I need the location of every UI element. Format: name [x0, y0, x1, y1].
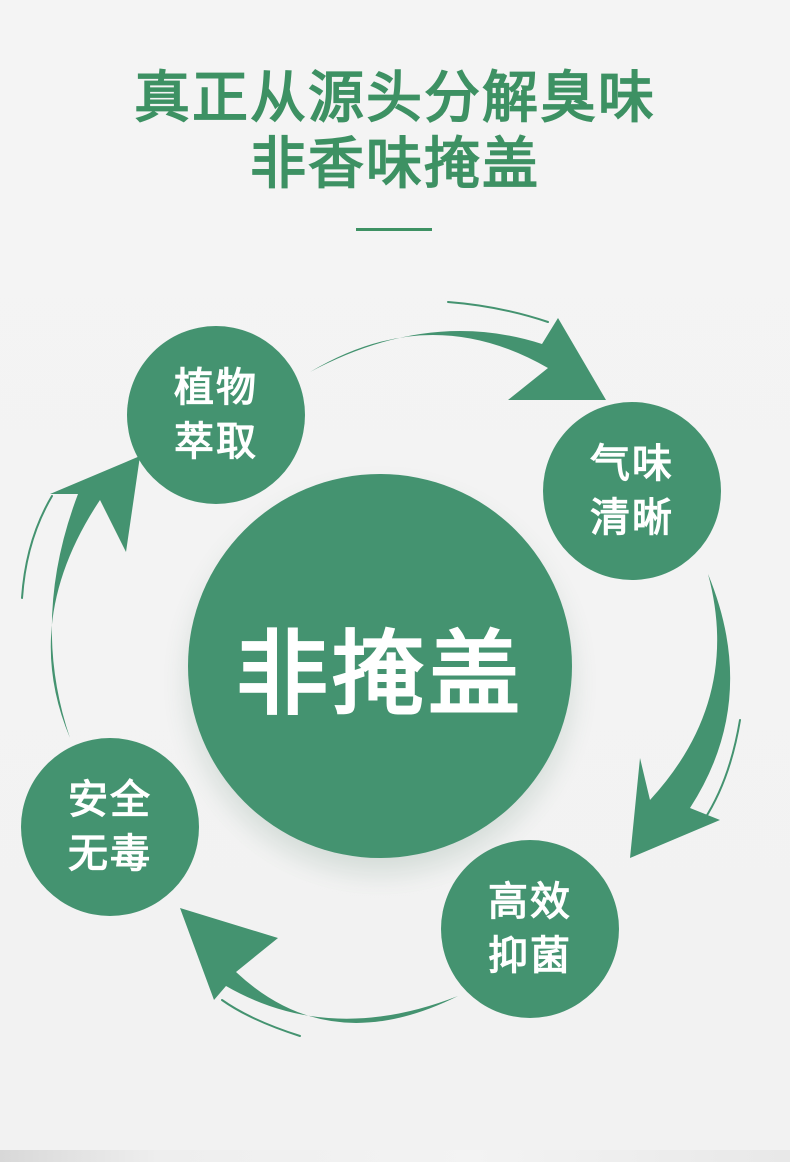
feature-line-1: 安全 — [68, 777, 152, 823]
feature-circle-odor-clear: 气味 清晰 — [543, 402, 721, 580]
feature-line-2: 无毒 — [68, 831, 152, 877]
headline-line-2: 非香味掩盖 — [250, 132, 540, 197]
feature-line-1: 气味 — [590, 441, 674, 487]
title-divider — [356, 228, 432, 231]
feature-line-2: 萃取 — [174, 419, 258, 465]
curved-arrow-icon — [310, 318, 606, 400]
curved-arrow-icon — [50, 456, 140, 738]
curved-arrow-icon — [180, 908, 458, 1023]
arrow-outline-stroke — [221, 999, 301, 1037]
feature-line-2: 抑菌 — [488, 933, 572, 979]
arrow-outline-stroke — [447, 301, 549, 323]
feature-line-2: 清晰 — [590, 495, 674, 541]
feature-line-1: 高效 — [488, 879, 572, 925]
curved-arrow-icon — [630, 574, 731, 858]
center-circle: 非掩盖 — [188, 474, 572, 858]
headline-line-1: 真正从源头分解臭味 — [134, 66, 656, 131]
feature-circle-safe-nontoxic: 安全 无毒 — [21, 738, 199, 916]
arrow-outline-stroke — [703, 719, 741, 821]
feature-line-1: 植物 — [174, 365, 258, 411]
feature-circle-antibacterial: 高效 抑菌 — [441, 840, 619, 1018]
feature-circle-plant-extract: 植物 萃取 — [127, 326, 305, 504]
arrow-outline-stroke — [21, 495, 53, 599]
bottom-edge-strip — [0, 1150, 790, 1162]
center-label: 非掩盖 — [235, 620, 524, 728]
